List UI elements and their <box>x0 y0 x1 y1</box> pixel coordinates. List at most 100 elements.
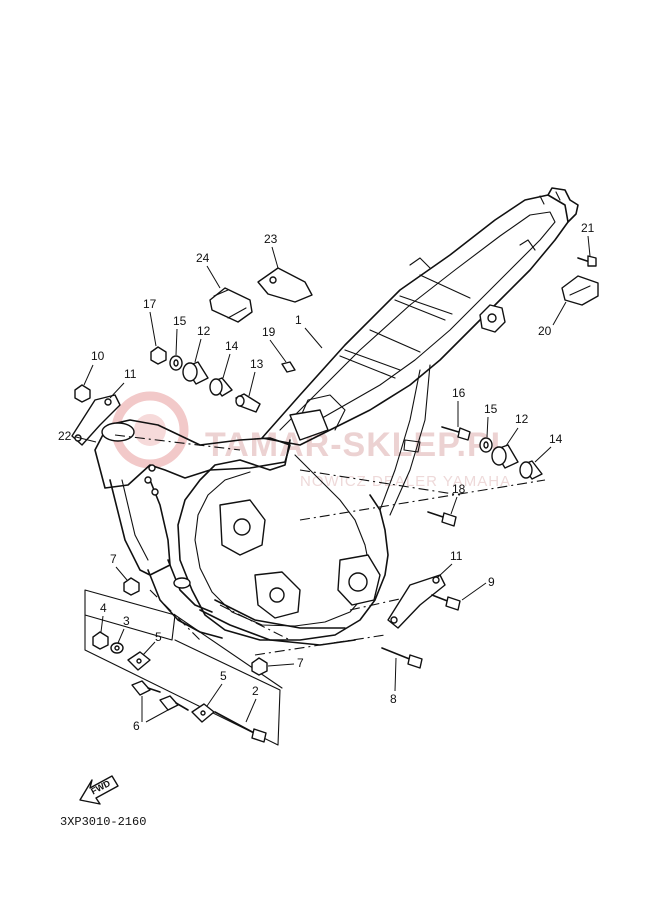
part-6-bolt-a <box>131 680 161 696</box>
svg-text:20: 20 <box>538 324 552 338</box>
part-7-nut-lower <box>251 657 268 676</box>
callout-16: 16 <box>452 386 466 427</box>
part-14-collar-left <box>209 377 233 397</box>
svg-text:17: 17 <box>143 297 157 311</box>
bolt-group-outlines <box>84 589 283 746</box>
svg-text:5: 5 <box>220 669 227 683</box>
callout-4: 4 <box>100 601 107 633</box>
part-8-bolt <box>381 647 423 669</box>
outline-lower-divider <box>174 614 283 689</box>
part-14-collar-right <box>519 460 543 480</box>
svg-text:11: 11 <box>124 367 137 381</box>
callout-9: 9 <box>461 575 495 601</box>
callout-24: 24 <box>196 251 221 289</box>
part-15-washer-right <box>479 437 493 453</box>
callout-17: 17 <box>143 297 157 347</box>
part-16-bolt <box>441 426 471 441</box>
svg-text:12: 12 <box>197 324 211 338</box>
svg-text:5: 5 <box>155 630 162 644</box>
main-frame <box>177 187 579 646</box>
part-13-bolt <box>235 393 261 413</box>
svg-text:15: 15 <box>173 314 187 328</box>
svg-text:21: 21 <box>581 221 595 235</box>
watermark-logo-core <box>134 414 166 446</box>
callout-11b: 11 <box>437 549 463 578</box>
fwd-arrow-icon: FWD <box>79 775 119 805</box>
part-11-bracket-right <box>387 574 446 629</box>
outline-lower-group <box>84 614 281 746</box>
part-10-nut <box>74 384 91 403</box>
part-9-bolt <box>431 594 461 611</box>
watermark-subtitle: NOWICZ DEALER YAMAHA <box>300 473 511 490</box>
callout-14b: 14 <box>534 432 563 463</box>
part-17-nut <box>150 346 167 365</box>
svg-text:24: 24 <box>196 251 210 265</box>
svg-text:4: 4 <box>100 601 107 615</box>
svg-text:22: 22 <box>58 429 72 443</box>
svg-text:9: 9 <box>488 575 495 589</box>
part-21-bolt <box>577 255 597 267</box>
callout-15b: 15 <box>484 402 498 438</box>
part-4-nut <box>92 631 109 650</box>
svg-text:19: 19 <box>262 325 276 339</box>
svg-text:10: 10 <box>91 349 105 363</box>
outline-left-group <box>84 589 176 641</box>
part-5-plate-lower <box>191 703 215 723</box>
part-2-bolt <box>214 711 267 743</box>
svg-text:11: 11 <box>450 549 463 563</box>
svg-text:1: 1 <box>295 313 302 327</box>
callout-layer: 1 2 3 4 5 5 6 7 7 8 9 10 11 11 12 12 13 … <box>58 221 595 733</box>
callout-12a: 12 <box>194 324 211 363</box>
svg-text:14: 14 <box>225 339 239 353</box>
part-24-bracket <box>209 287 253 323</box>
head-pipe-top <box>101 422 135 442</box>
part-20-bracket <box>561 275 599 306</box>
callout-5a: 5 <box>142 630 162 656</box>
svg-text:14: 14 <box>549 432 563 446</box>
callout-5b: 5 <box>206 669 227 707</box>
svg-text:7: 7 <box>110 552 117 566</box>
part-15-washer-left <box>169 355 183 371</box>
callout-21: 21 <box>581 221 595 257</box>
callout-13: 13 <box>248 357 264 397</box>
front-head-pipe <box>94 419 291 639</box>
svg-text:2: 2 <box>252 684 259 698</box>
svg-text:6: 6 <box>133 719 140 733</box>
svg-text:13: 13 <box>250 357 264 371</box>
svg-text:15: 15 <box>484 402 498 416</box>
svg-text:23: 23 <box>264 232 278 246</box>
part-11-bracket-left <box>71 394 121 446</box>
part-3-washer <box>110 642 124 654</box>
svg-text:16: 16 <box>452 386 466 400</box>
callout-14a: 14 <box>222 339 239 379</box>
part-12-collar-left <box>182 361 209 385</box>
part-7-nut-upper <box>123 577 140 596</box>
callout-11a: 11 <box>109 367 137 399</box>
callout-10: 10 <box>83 349 105 386</box>
svg-text:3: 3 <box>123 614 130 628</box>
part-12-collar-right <box>491 444 519 469</box>
callout-2: 2 <box>245 684 259 723</box>
callout-15a: 15 <box>173 314 187 356</box>
svg-text:7: 7 <box>297 656 304 670</box>
callout-12b: 12 <box>505 412 529 447</box>
part-6-bolt-b <box>159 695 189 711</box>
callout-20: 20 <box>538 301 567 338</box>
callout-23: 23 <box>264 232 279 269</box>
callout-18: 18 <box>450 482 466 515</box>
svg-text:8: 8 <box>390 692 397 706</box>
part-23-cover <box>257 267 313 303</box>
callout-19: 19 <box>262 325 287 363</box>
callout-8: 8 <box>390 657 397 706</box>
callout-3: 3 <box>117 614 130 644</box>
part-5-plate-upper <box>127 651 151 671</box>
svg-text:18: 18 <box>452 482 466 496</box>
svg-text:12: 12 <box>515 412 529 426</box>
watermark: TAMAR-SKLEP.PL NOWICZ DEALER YAMAHA <box>111 391 511 490</box>
part-19-pin <box>281 361 296 373</box>
callout-1: 1 <box>295 313 323 349</box>
callout-22: 22 <box>58 429 97 443</box>
callout-7a: 7 <box>110 552 128 581</box>
